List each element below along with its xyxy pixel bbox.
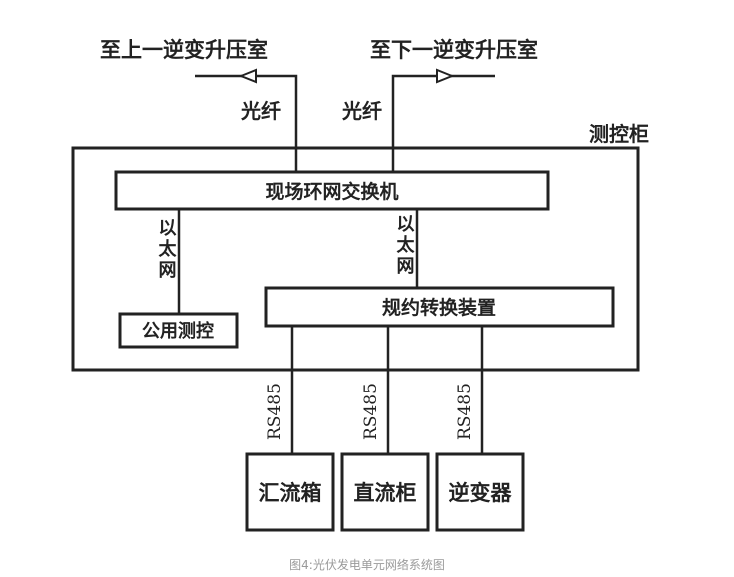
arrow-right-icon	[436, 68, 455, 84]
label-protocol-converter: 规约转换装置	[382, 296, 496, 319]
fiber-line-right	[391, 74, 495, 172]
label-top-right: 至下一逆变升压室	[370, 37, 538, 62]
switch-box	[114, 170, 550, 211]
label-ethernet-right: 以太网	[394, 214, 415, 277]
arrow-left-icon	[238, 68, 257, 84]
label-cabinet: 测控柜	[589, 122, 649, 146]
label-rs485-2: RS485	[361, 383, 381, 440]
label-device-1: 汇流箱	[259, 480, 322, 505]
label-rs485-3: RS485	[455, 383, 475, 440]
label-public-control: 公用测控	[142, 320, 214, 342]
device-box-2	[340, 452, 430, 532]
protocol-converter-box	[264, 286, 615, 328]
label-rs485-1: RS485	[265, 383, 285, 440]
label-switch: 现场环网交换机	[265, 180, 398, 203]
fiber-line-left	[195, 74, 298, 172]
figure-caption: 图4:光伏发电单元网络系统图	[289, 558, 445, 572]
label-top-left: 至上一逆变升压室	[100, 37, 268, 62]
label-fiber-left: 光纤	[240, 99, 281, 123]
label-fiber-right: 光纤	[341, 99, 382, 123]
label-ethernet-left: 以太网	[156, 218, 177, 281]
device-box-1	[245, 452, 335, 532]
label-device-2: 直流柜	[354, 480, 417, 505]
label-device-3: 逆变器	[449, 480, 513, 505]
cabinet-frame	[71, 146, 640, 372]
device-box-3	[435, 452, 525, 532]
